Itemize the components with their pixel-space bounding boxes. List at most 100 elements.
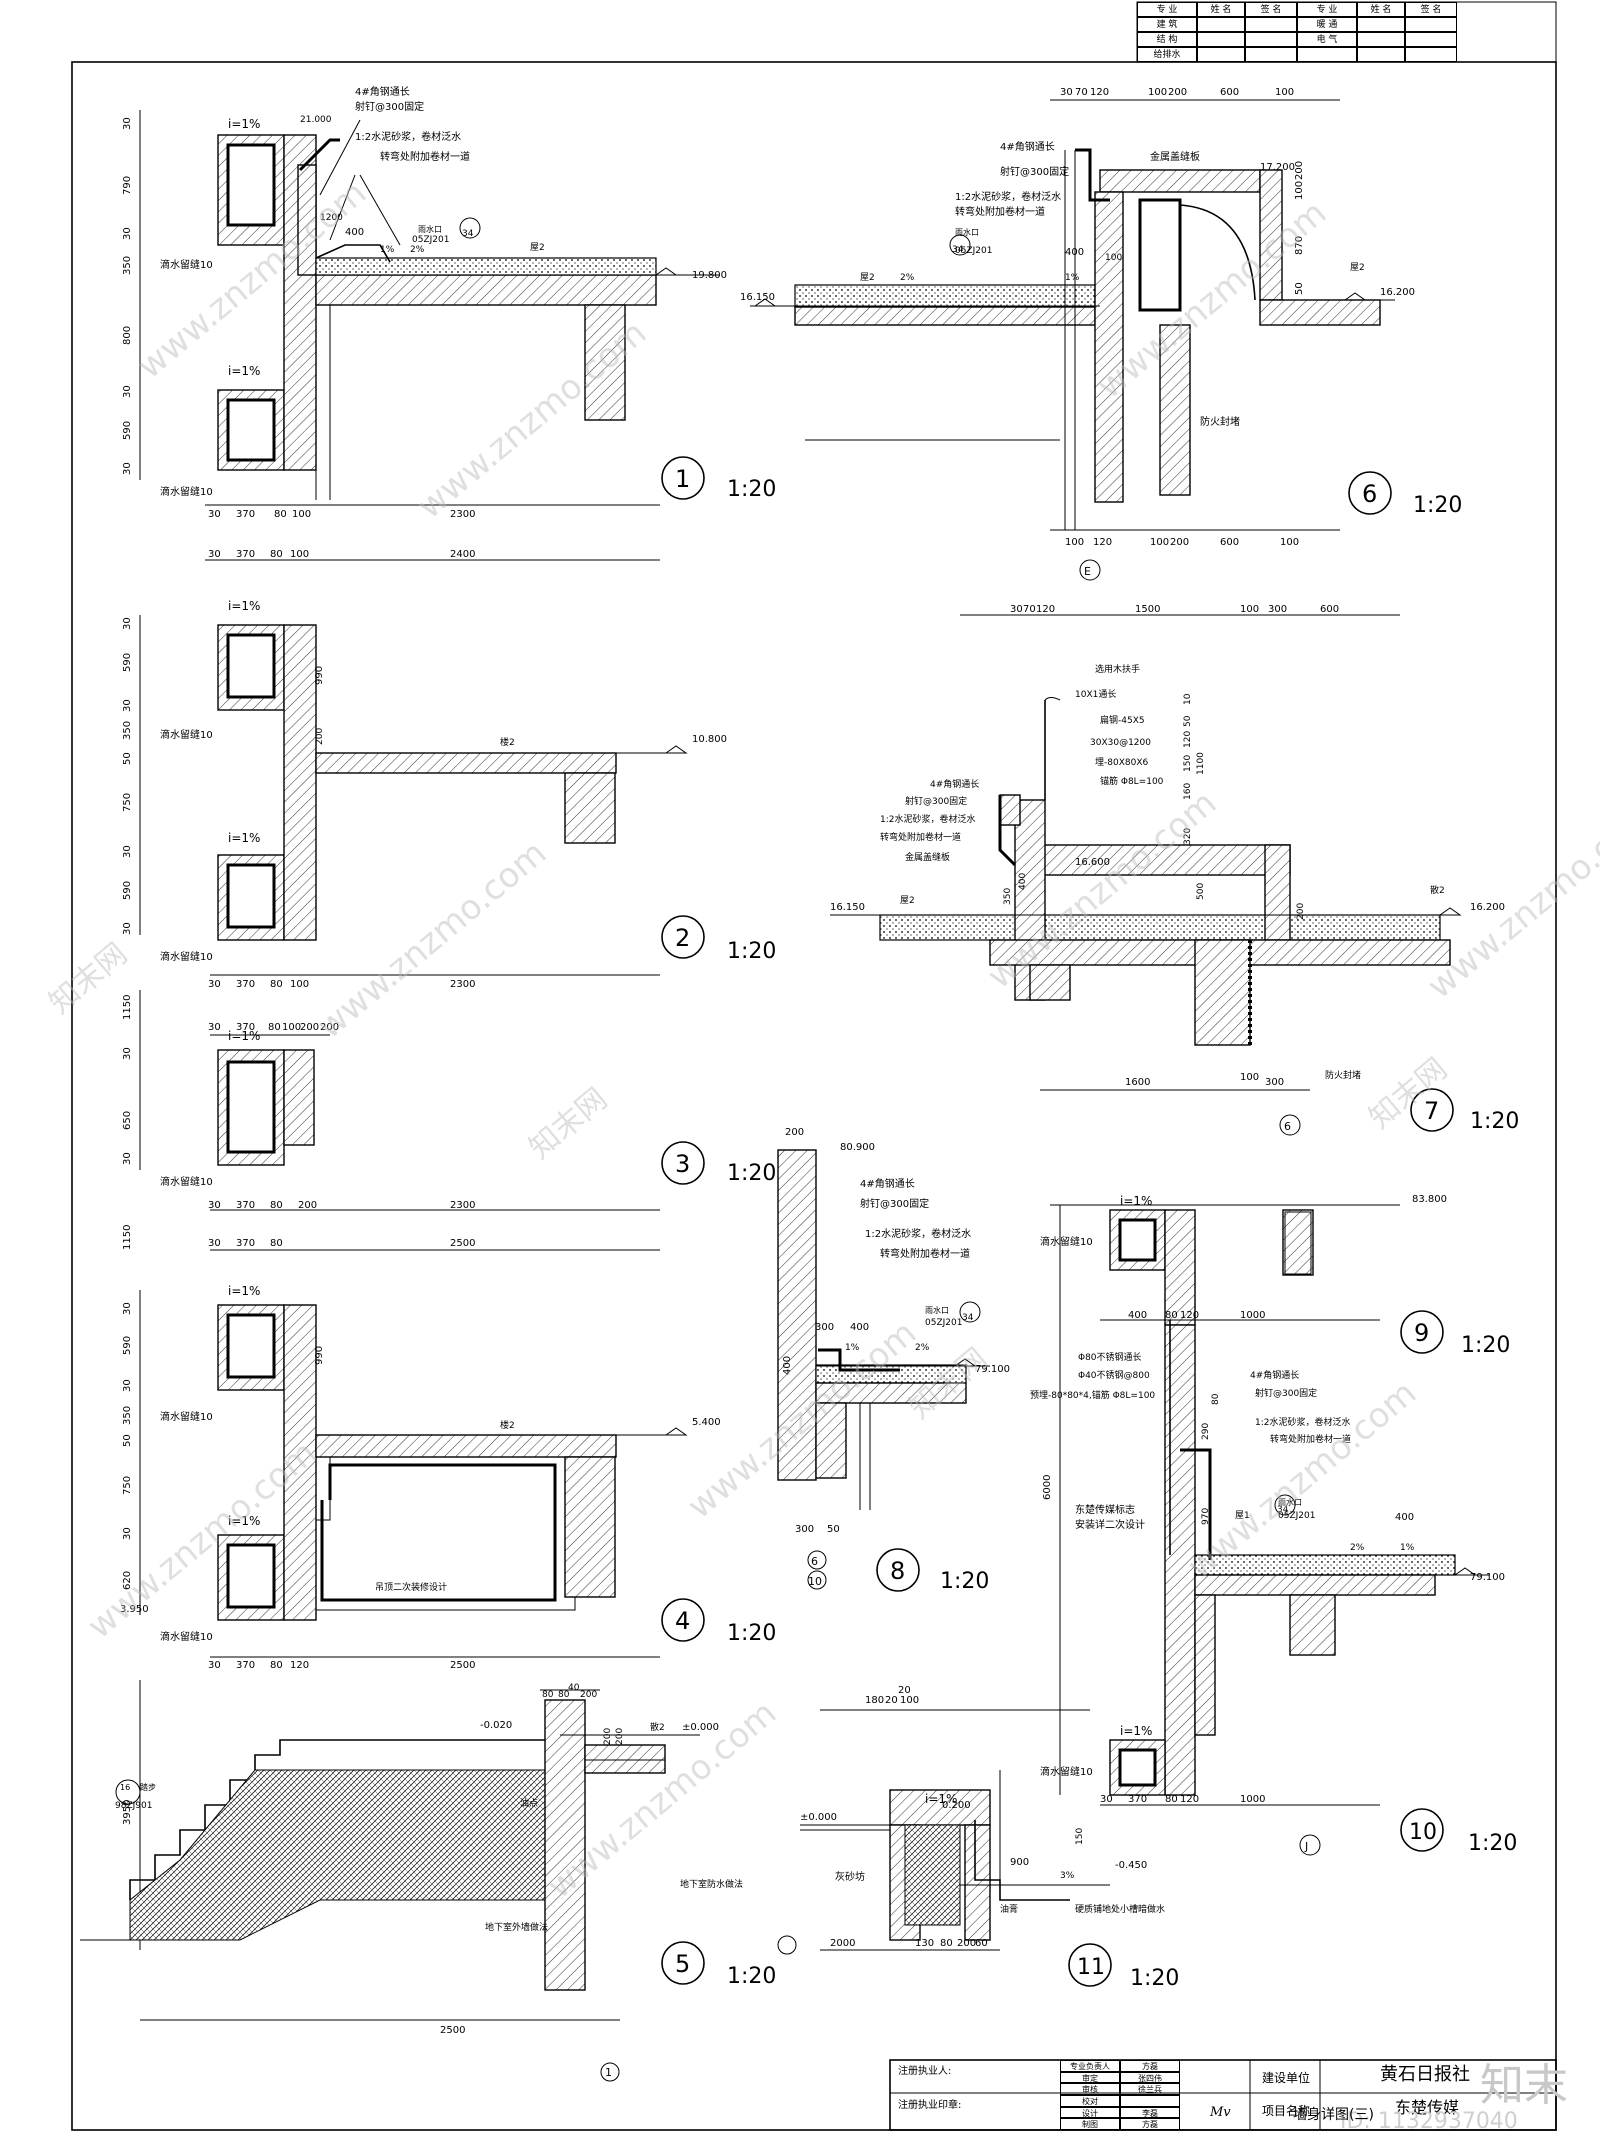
svg-text:100: 100 — [282, 1022, 301, 1033]
detail-1-number: 1 — [675, 465, 690, 493]
svg-text:80: 80 — [1211, 1393, 1221, 1405]
svg-text:散2: 散2 — [650, 1721, 665, 1733]
drawing-title: 墙身详图(三) — [1293, 2107, 1374, 2123]
svg-text:1:20: 1:20 — [1470, 1109, 1519, 1134]
svg-text:转弯处附加卷材一道: 转弯处附加卷材一道 — [880, 831, 961, 843]
svg-text:1%: 1% — [1400, 1543, 1415, 1553]
svg-text:80: 80 — [270, 549, 283, 560]
svg-text:200: 200 — [580, 1690, 597, 1700]
svg-text:17.200: 17.200 — [1260, 162, 1295, 173]
svg-text:100: 100 — [1150, 537, 1169, 548]
project-value: 东楚传媒 — [1395, 2098, 1459, 2117]
svg-text:98ZJ901: 98ZJ901 — [115, 1801, 152, 1811]
detail-9: 9 1:20 83.800 滴水留缝10 i=1% 400 80 120 100… — [1040, 1194, 1510, 1358]
svg-text:滴水留缝10: 滴水留缝10 — [160, 950, 213, 963]
svg-text:400: 400 — [1128, 1310, 1147, 1321]
svg-text:Φ80不锈钢通长: Φ80不锈钢通长 — [1078, 1351, 1142, 1363]
header-cell — [1357, 47, 1405, 62]
svg-text:100: 100 — [1294, 181, 1305, 200]
svg-text:滴水留缝10: 滴水留缝10 — [160, 1410, 213, 1423]
svg-text:30: 30 — [208, 1238, 221, 1249]
svg-text:30: 30 — [122, 699, 133, 712]
svg-text:30: 30 — [122, 1379, 133, 1392]
svg-text:30: 30 — [122, 117, 133, 130]
svg-text:4#角钢通长: 4#角钢通长 — [1000, 140, 1055, 153]
svg-text:30: 30 — [122, 1152, 133, 1165]
svg-text:油点: 油点 — [520, 1797, 538, 1809]
svg-text:290: 290 — [1201, 1423, 1211, 1440]
svg-text:05ZJ201: 05ZJ201 — [955, 246, 992, 256]
svg-text:100: 100 — [1105, 253, 1122, 263]
svg-text:10X1通长: 10X1通长 — [1075, 688, 1116, 700]
detail-7: 6 7 1:20 16.600 16.200 16.150 选用木扶手 10X1… — [830, 604, 1519, 1136]
header-cell — [1405, 32, 1457, 47]
role-name: 徐兰兵 — [1120, 2083, 1180, 2095]
svg-text:30: 30 — [1010, 604, 1023, 615]
svg-text:i=1%: i=1% — [228, 1284, 260, 1298]
svg-text:1200: 1200 — [320, 213, 343, 223]
svg-text:滴水留缝10: 滴水留缝10 — [160, 258, 213, 271]
header-cell: 签 名 — [1245, 2, 1297, 17]
svg-text:3.950: 3.950 — [120, 1604, 149, 1615]
svg-text:590: 590 — [122, 653, 133, 672]
svg-text:79.100: 79.100 — [975, 1364, 1010, 1375]
svg-text:80: 80 — [270, 1660, 283, 1671]
svg-text:2%: 2% — [900, 273, 915, 283]
svg-text:30: 30 — [122, 1527, 133, 1540]
header-cell — [1245, 32, 1297, 47]
svg-text:1150: 1150 — [122, 995, 133, 1020]
header-cell: 姓 名 — [1357, 2, 1405, 17]
svg-text:34: 34 — [962, 1313, 974, 1323]
svg-text:120: 120 — [1090, 87, 1109, 98]
svg-text:滴水留缝10: 滴水留缝10 — [160, 728, 213, 741]
svg-text:射钉@300固定: 射钉@300固定 — [860, 1197, 929, 1210]
svg-text:16.150: 16.150 — [830, 902, 865, 913]
svg-text:i=1%: i=1% — [925, 1792, 957, 1806]
title-block-roles: 专业负责人方磊审定张四伟审核徐兰兵校对设计李磊制图方磊 — [1060, 2060, 1250, 2130]
svg-text:屋2: 屋2 — [860, 272, 875, 283]
header-cell — [1197, 32, 1245, 47]
svg-text:1000: 1000 — [1240, 1794, 1265, 1805]
svg-text:590: 590 — [122, 881, 133, 900]
role-label: 审核 — [1060, 2083, 1120, 2095]
header-signature-table: 专 业姓 名签 名专 业姓 名签 名建 筑暖 通结 构电 气给排水 — [1137, 2, 1556, 62]
svg-text:590: 590 — [122, 1336, 133, 1355]
svg-text:6000: 6000 — [1042, 1475, 1053, 1500]
svg-text:79.100: 79.100 — [1470, 1572, 1505, 1583]
svg-text:120: 120 — [1180, 1794, 1199, 1805]
role-label: 专业负责人 — [1060, 2060, 1120, 2072]
svg-text:800: 800 — [122, 326, 133, 345]
svg-text:射钉@300固定: 射钉@300固定 — [905, 795, 967, 807]
svg-text:1500: 1500 — [1135, 604, 1160, 615]
svg-text:1600: 1600 — [1125, 1077, 1150, 1088]
svg-text:1:2水泥砂浆，卷材泛水: 1:2水泥砂浆，卷材泛水 — [865, 1227, 971, 1240]
svg-text:射钉@300固定: 射钉@300固定 — [1000, 165, 1069, 178]
svg-text:30: 30 — [122, 1047, 133, 1060]
svg-text:硬质铺地处小槽暗做水: 硬质铺地处小槽暗做水 — [1075, 1903, 1165, 1915]
svg-text:选用木扶手: 选用木扶手 — [1095, 663, 1140, 675]
designer-signature: Mv — [1210, 2105, 1231, 2120]
header-cell — [1197, 17, 1245, 32]
svg-text:100: 100 — [1148, 87, 1167, 98]
svg-text:200: 200 — [298, 1200, 317, 1211]
svg-text:1:20: 1:20 — [1468, 1831, 1517, 1856]
svg-text:2000: 2000 — [830, 1938, 855, 1949]
project-label: 项目名称 — [1262, 2103, 1310, 2118]
svg-text:30: 30 — [208, 1200, 221, 1211]
header-cell — [1357, 17, 1405, 32]
svg-text:600: 600 — [1220, 87, 1239, 98]
svg-text:350: 350 — [1003, 888, 1013, 905]
svg-text:踏步: 踏步 — [140, 1782, 156, 1792]
svg-text:地下室外墙做法: 地下室外墙做法 — [485, 1921, 548, 1933]
svg-text:i=1%: i=1% — [1120, 1724, 1152, 1738]
svg-text:900: 900 — [1010, 1857, 1029, 1868]
role-label: 设计 — [1060, 2106, 1120, 2119]
svg-text:350: 350 — [122, 256, 133, 275]
role-name — [1120, 2095, 1180, 2107]
svg-text:E: E — [1084, 565, 1091, 578]
header-cell — [1405, 17, 1457, 32]
svg-text:滴水留缝10: 滴水留缝10 — [1040, 1765, 1093, 1778]
svg-text:200: 200 — [315, 728, 325, 745]
svg-text:370: 370 — [236, 1022, 255, 1033]
svg-text:100: 100 — [1275, 87, 1294, 98]
